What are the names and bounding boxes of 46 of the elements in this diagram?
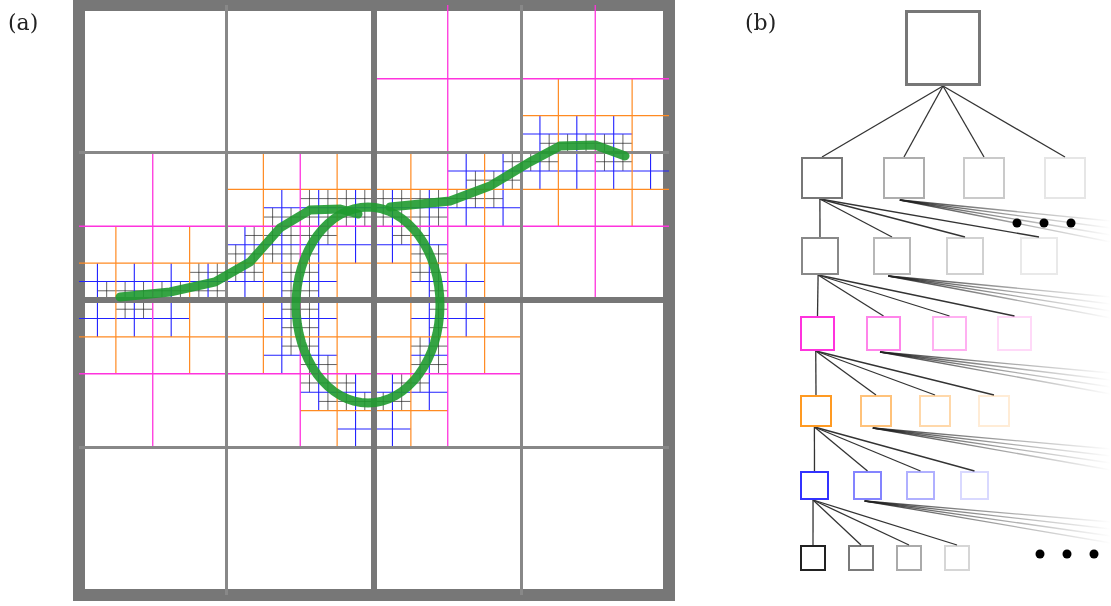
tree-node-box — [944, 545, 970, 571]
tree-branch-line — [815, 350, 877, 396]
tree-node-box — [801, 157, 843, 199]
tree-branch-line — [813, 426, 976, 472]
tree-node-box — [997, 316, 1032, 351]
tree-node-box — [853, 471, 882, 500]
tree-node-box — [919, 395, 951, 427]
tree-branch-line — [942, 85, 985, 158]
tree-node-box — [1020, 237, 1058, 275]
tree-branch-line — [812, 499, 814, 546]
tree-branch-line — [812, 499, 862, 546]
tree-node-box — [906, 471, 935, 500]
tree-node-box — [978, 395, 1010, 427]
tree-node-box — [960, 471, 989, 500]
tree-branch-line — [819, 198, 893, 238]
tree-node-box — [801, 237, 839, 275]
tree-branch-line — [813, 426, 869, 472]
panel-label: (a) — [8, 12, 39, 34]
tree-node-box — [800, 316, 835, 351]
panel-label: (b) — [745, 12, 777, 34]
tree-branch-line — [942, 85, 1066, 158]
tree-node-box — [932, 316, 967, 351]
tree-node-box — [963, 157, 1005, 199]
tree-branch-line — [817, 274, 885, 317]
tree-branch-line — [812, 499, 910, 546]
tree-node-box — [800, 545, 826, 571]
tree-branch-line — [812, 499, 958, 546]
tree-branch-line — [816, 274, 819, 317]
tree-node-box — [873, 237, 911, 275]
tree-node-box — [905, 10, 981, 86]
tree-node-box — [800, 395, 832, 427]
tree-branch-line — [819, 198, 821, 238]
tree-node-box — [848, 545, 874, 571]
tree-branch-line — [821, 85, 944, 158]
tree-node-box — [1044, 157, 1086, 199]
tree-node-box — [866, 316, 901, 351]
tree-branch-line — [815, 350, 995, 396]
tree-branch-line — [815, 350, 817, 396]
tree-branch-line — [813, 426, 816, 472]
tree-branch-line — [903, 85, 944, 158]
tree-node-box — [946, 237, 984, 275]
tree-branch-line — [815, 350, 936, 396]
tree-node-box — [860, 395, 892, 427]
tree-node-box — [800, 471, 829, 500]
tree-node-box — [896, 545, 922, 571]
tree-node-box — [883, 157, 925, 199]
